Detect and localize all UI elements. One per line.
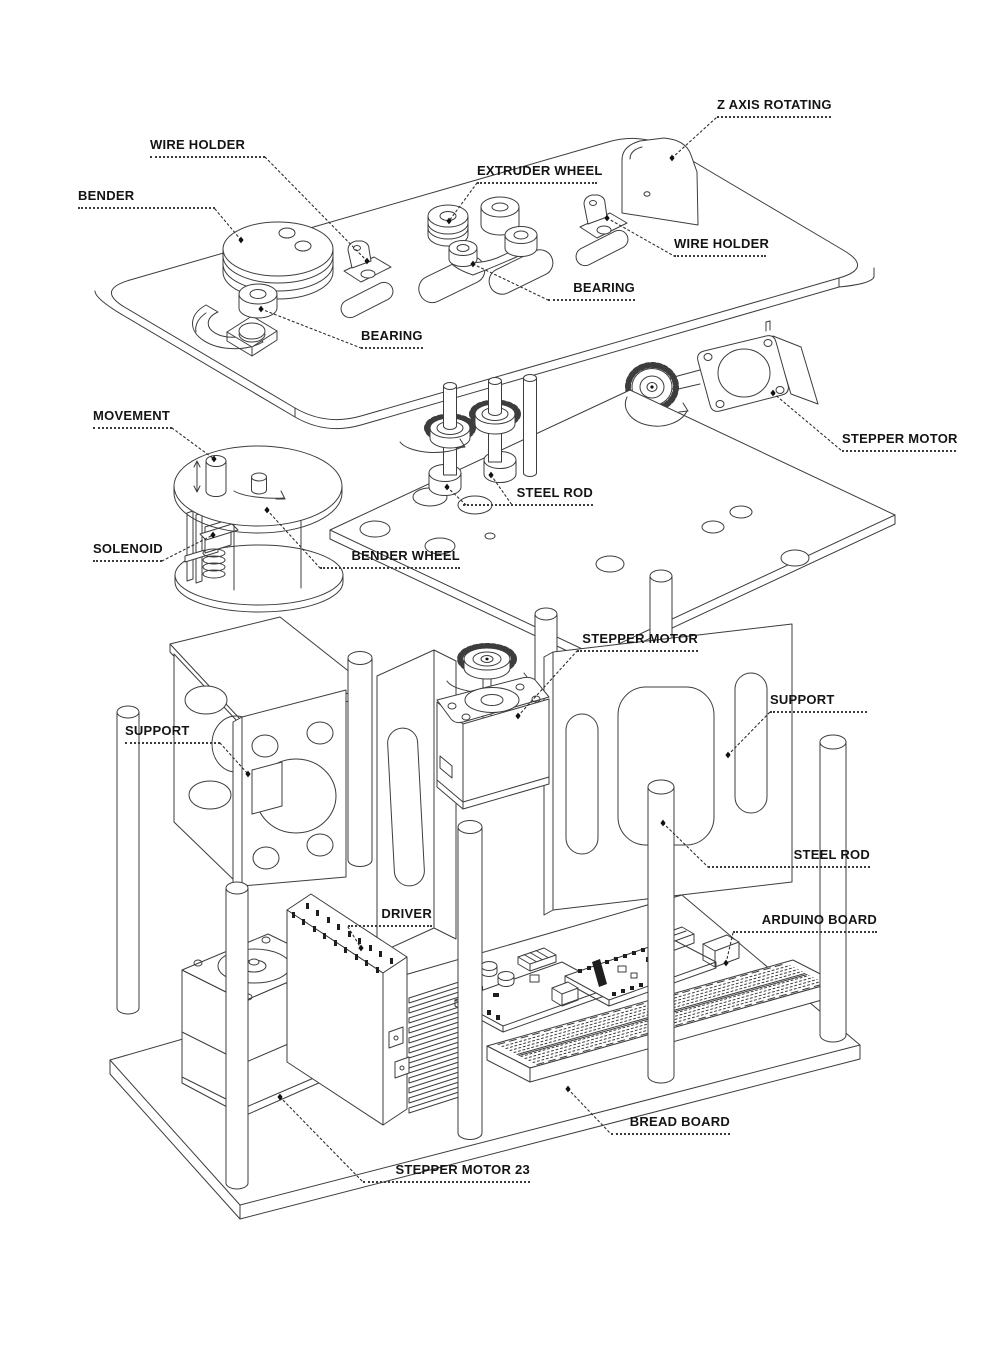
stepper-motor-top-part bbox=[625, 320, 819, 412]
driver-pins bbox=[292, 903, 393, 973]
steel-rod-center bbox=[457, 820, 483, 1140]
support-block-left bbox=[169, 616, 371, 892]
label-steel-rod-top: STEEL ROD bbox=[463, 485, 593, 506]
steel-rod-far-left bbox=[116, 705, 140, 1015]
bearing-seat-cutout bbox=[192, 304, 278, 357]
label-stepper-motor-top: STEPPER MOTOR bbox=[842, 431, 957, 452]
bender-part bbox=[222, 221, 334, 300]
label-support-left: SUPPORT bbox=[125, 723, 220, 744]
leader-lines bbox=[161, 116, 843, 1183]
support-panel-narrow bbox=[376, 649, 457, 955]
label-z-axis-rotating: Z AXIS ROTATING bbox=[717, 97, 831, 118]
label-bread-board: BREAD BOARD bbox=[611, 1114, 730, 1135]
driver-fins bbox=[408, 981, 460, 1114]
label-arduino-board: ARDUINO BOARD bbox=[733, 912, 877, 933]
steel-rod-front-left bbox=[225, 881, 249, 1190]
label-wire-holder-right: WIRE HOLDER bbox=[674, 236, 769, 257]
rotation-arrow-top bbox=[624, 396, 689, 427]
label-support-right: SUPPORT bbox=[770, 692, 867, 713]
middle-plate bbox=[329, 389, 896, 665]
steel-rod-right-part bbox=[647, 779, 675, 1084]
extruder-wheel-cluster bbox=[418, 196, 554, 304]
steel-rod-far-right bbox=[819, 734, 847, 1043]
arduino-board-part bbox=[564, 926, 717, 1007]
z-axis-housing bbox=[621, 137, 699, 226]
label-driver: DRIVER bbox=[348, 906, 432, 927]
label-bearing-bender: BEARING bbox=[361, 328, 423, 349]
wire-holder-right-part bbox=[575, 194, 629, 267]
label-steel-rod-right: STEEL ROD bbox=[708, 847, 870, 868]
label-stepper-motor-23: STEPPER MOTOR 23 bbox=[363, 1162, 530, 1183]
label-solenoid: SOLENOID bbox=[93, 541, 163, 562]
gear-rod-assemblies bbox=[399, 374, 537, 496]
label-bender-wheel: BENDER WHEEL bbox=[320, 548, 460, 569]
leader-markers bbox=[210, 154, 776, 1101]
standoff-cubes bbox=[551, 934, 740, 1007]
label-extruder-wheel: EXTRUDER WHEEL bbox=[477, 163, 602, 184]
label-wire-holder-top: WIRE HOLDER bbox=[150, 137, 265, 158]
stepper-motor-mid-part bbox=[436, 643, 550, 810]
support-panel-wide bbox=[543, 623, 793, 916]
steel-rod-mid-left bbox=[347, 651, 373, 867]
label-bearing-extruder: BEARING bbox=[548, 280, 635, 301]
label-movement: MOVEMENT bbox=[93, 408, 172, 429]
label-bender: BENDER bbox=[78, 188, 215, 209]
driver-part bbox=[286, 893, 460, 1126]
label-stepper-motor-mid: STEPPER MOTOR bbox=[577, 631, 698, 652]
bender-wheel-assembly bbox=[173, 445, 344, 613]
